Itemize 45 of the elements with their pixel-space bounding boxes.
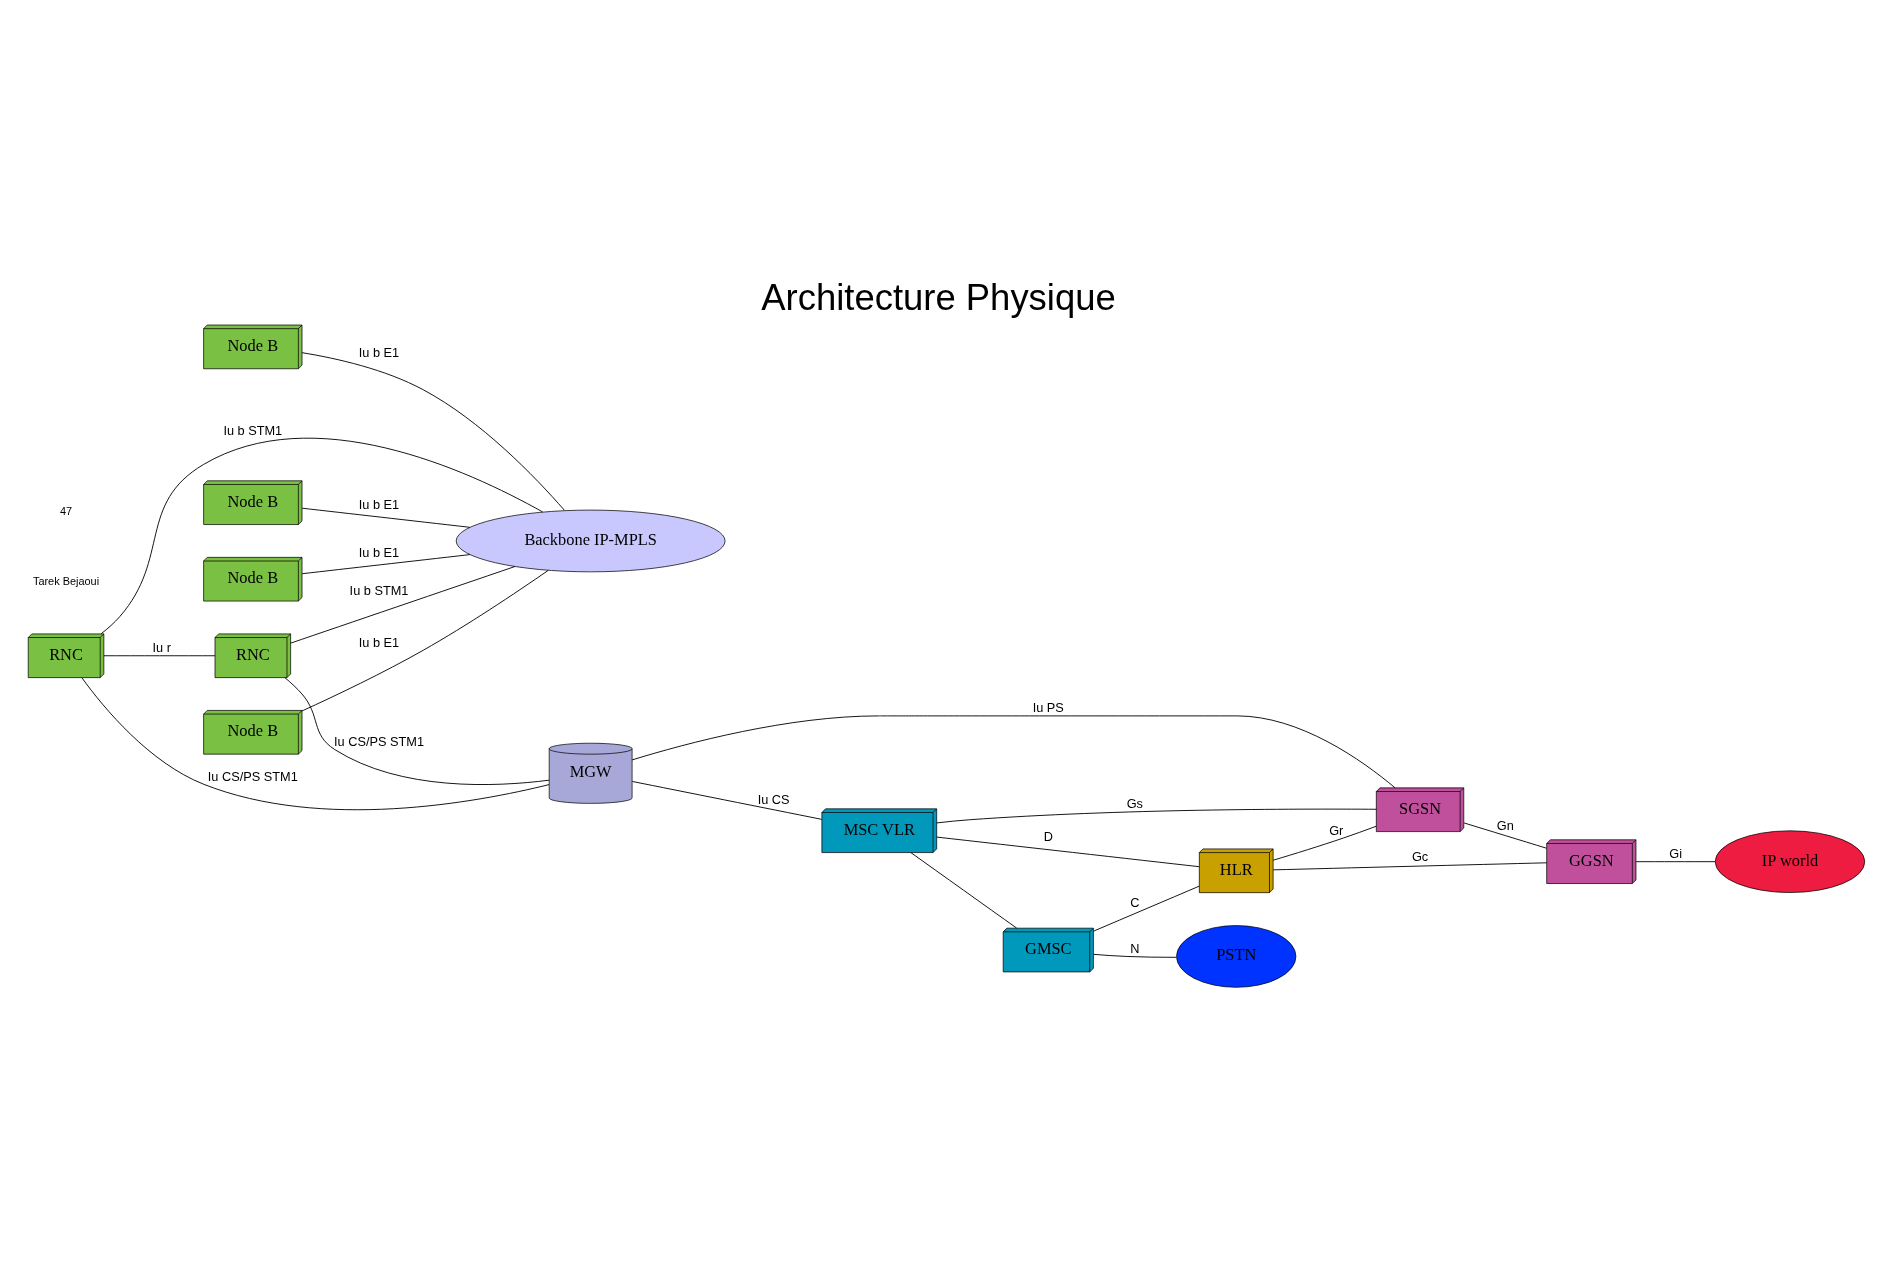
node-ellipse: Backbone IP-MPLS (455, 509, 726, 572)
connector (290, 565, 516, 644)
edge-label: Iu b STM1 (223, 422, 283, 438)
edge-label: Iu CS/PS STM1 (334, 733, 425, 749)
connector (301, 553, 471, 574)
connector (1272, 825, 1377, 861)
edge-label: Gs (1126, 795, 1143, 811)
connector (1463, 822, 1547, 849)
edge-label: Gi (1669, 845, 1682, 861)
edge-label: Gr (1329, 822, 1344, 838)
edge-label: Iu b E1 (358, 344, 400, 360)
edge-label: Iu PS (1032, 699, 1064, 715)
connector (1272, 861, 1548, 870)
edge-label: Iu b E1 (358, 544, 400, 560)
connector (301, 507, 471, 528)
edge-label: Iu CS/PS STM1 (207, 768, 298, 784)
node-ellipse: PSTN (1176, 924, 1297, 988)
edge-label: N (1130, 940, 1140, 956)
connector (103, 654, 216, 656)
edge-label: Iu b STM1 (349, 582, 409, 598)
connector (301, 351, 565, 511)
connector (631, 780, 823, 820)
diagram-title: Architecture Physique (761, 276, 1116, 318)
node-ellipse: IP world (1714, 829, 1866, 893)
edge-label: Gc (1411, 848, 1429, 864)
connector (301, 569, 549, 711)
label: 47 (59, 504, 73, 517)
connector (1635, 860, 1716, 862)
connector (284, 676, 550, 785)
connector (631, 714, 1396, 788)
edge-label: Iu b E1 (358, 496, 400, 512)
connector (1093, 953, 1177, 958)
label: Tarek Bejaoui (32, 574, 100, 587)
edge-label: Iu r (152, 639, 171, 655)
edge-label: Gn (1496, 817, 1514, 833)
edge-label: Iu CS (757, 791, 790, 807)
connector (81, 676, 550, 810)
edge-label: Iu b E1 (358, 634, 400, 650)
connector (936, 836, 1200, 867)
connector (100, 437, 543, 634)
connector (936, 808, 1377, 823)
connector (1093, 885, 1200, 932)
edge-label: D (1043, 828, 1053, 844)
connector (910, 851, 1018, 929)
edge-label: C (1130, 894, 1140, 909)
